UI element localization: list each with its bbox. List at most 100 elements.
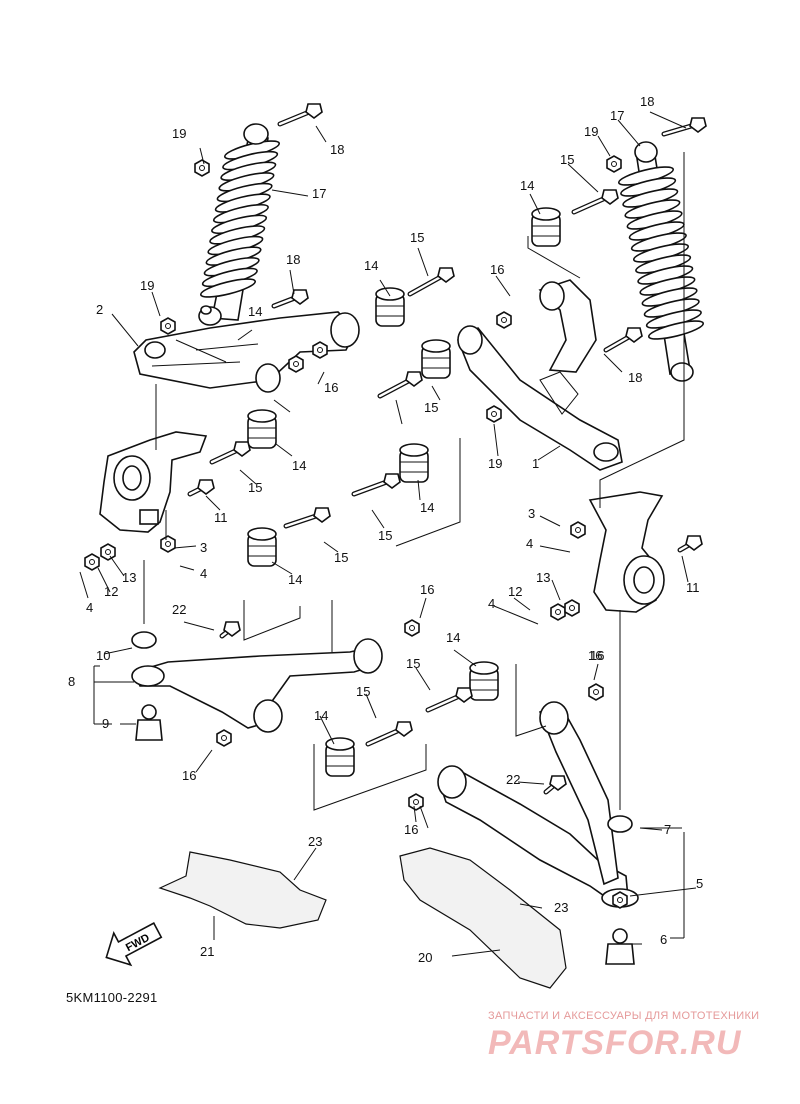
bushing-end (469, 661, 499, 675)
right-steering-knuckle (588, 491, 665, 613)
nut-hole (165, 541, 171, 547)
bolt-head (685, 535, 703, 551)
left-arm-guard (158, 851, 327, 929)
nut (404, 619, 420, 637)
callout-label-c12a: 12 (104, 584, 118, 599)
callout-label-c23b: 23 (554, 900, 568, 915)
bushing-end (247, 409, 277, 423)
nut (570, 521, 586, 539)
callout-label-c16c: 16 (182, 768, 196, 783)
callout-label-c19b: 19 (140, 278, 154, 293)
nut-hole (491, 411, 497, 417)
bushings (247, 207, 561, 777)
nut (84, 553, 100, 571)
callout-label-c19d: 19 (488, 456, 502, 471)
spring-coil (199, 278, 257, 298)
bushing-rib (248, 545, 276, 557)
callout-label-c11a: 11 (214, 510, 228, 525)
nut (550, 603, 566, 621)
callout-label-c20: 20 (418, 950, 432, 965)
nut (612, 891, 628, 909)
nut-hole (293, 361, 299, 367)
callout-label-c13a: 13 (122, 570, 136, 585)
bolt-head (223, 621, 241, 637)
bushing-end (531, 207, 561, 221)
nut (486, 405, 502, 423)
nut (496, 311, 512, 329)
callout-label-c15g: 15 (356, 684, 370, 699)
callout-label-c14e: 14 (420, 500, 434, 515)
callout-label-c4d: 4 (488, 596, 495, 611)
callout-label-c21: 21 (200, 944, 214, 959)
watermark-tagline: ЗАПЧАСТИ И АКСЕССУАРЫ ДЛЯ МОТОТЕХНИКИ (488, 1010, 760, 1022)
nut (606, 155, 622, 173)
nut-hole (199, 165, 205, 171)
callout-label-c14c: 14 (292, 458, 306, 473)
nut-hole (89, 559, 95, 565)
callout-label-c19c: 19 (584, 124, 598, 139)
callout-label-c14d: 14 (288, 572, 302, 587)
callout-leaders (79, 111, 697, 957)
callout-label-c15d: 15 (334, 550, 348, 565)
callout-label-c23a: 23 (308, 834, 322, 849)
callout-label-c17b: 17 (610, 108, 624, 123)
bolt-head (313, 507, 331, 523)
callout-label-c14a: 14 (364, 258, 378, 273)
callout-label-c4c: 4 (526, 536, 533, 551)
nut (160, 535, 176, 553)
nut (312, 341, 328, 359)
bolt-head (291, 289, 309, 305)
bolt-head (625, 327, 643, 343)
callout-label-c10: 10 (96, 648, 110, 663)
callout-label-c16b: 16 (420, 582, 434, 597)
bolt-head (437, 267, 455, 283)
bushing-rib (326, 755, 354, 767)
left-lower-arm (131, 638, 383, 733)
nut (100, 543, 116, 561)
callout-label-c3a: 3 (200, 540, 207, 555)
fwd-arrow: FWD (105, 922, 163, 967)
nut (588, 683, 604, 701)
bushing-rib (470, 679, 498, 691)
callout-label-c16g: 16 (404, 822, 418, 837)
bolt-head (305, 103, 323, 119)
callout-label-c7: 7 (664, 822, 671, 837)
nut-hole (501, 317, 507, 323)
bushing-end (325, 737, 355, 751)
callout-label-c17a: 17 (312, 186, 326, 201)
bolt-head (233, 441, 251, 457)
nut-hole (617, 897, 623, 903)
callout-label-c14f: 14 (446, 630, 460, 645)
bushing-end (247, 527, 277, 541)
fwd-label: FWD (124, 932, 152, 954)
bolt-head (689, 117, 707, 133)
callout-label-c5: 5 (696, 876, 703, 891)
nut-hole (317, 347, 323, 353)
left-shock-absorber (198, 123, 281, 326)
nut-hole (555, 609, 561, 615)
callout-label-c8: 8 (68, 674, 75, 689)
callout-label-c15h: 15 (560, 152, 574, 167)
callout-label-c9: 9 (102, 716, 109, 731)
bolt-head (395, 721, 413, 737)
callout-label-c4a: 4 (200, 566, 207, 581)
callout-label-c18a: 18 (330, 142, 344, 157)
callout-label-c1: 1 (532, 456, 539, 471)
callout-label-c16e: 16 (490, 262, 504, 277)
callout-label-c14b: 14 (248, 304, 262, 319)
right-lower-arm (437, 701, 639, 908)
watermark-brand: PARTSFOR.RU (488, 1024, 742, 1062)
nut-hole (165, 323, 171, 329)
callout-label-c4b: 4 (86, 600, 93, 615)
nut-hole (569, 605, 575, 611)
diagram-part-code: 5KM1100-2291 (66, 990, 158, 1005)
nut-hole (409, 625, 415, 631)
callout-label-c19a: 19 (172, 126, 186, 141)
callout-label-c3b: 3 (528, 506, 535, 521)
callout-label-c16f: 16 (590, 648, 604, 663)
callout-label-c18c: 18 (640, 94, 654, 109)
right-shock-absorber (617, 141, 705, 382)
bolts (187, 103, 707, 795)
left-upper-arm (133, 311, 360, 393)
callout-label-c22b: 22 (506, 772, 520, 787)
